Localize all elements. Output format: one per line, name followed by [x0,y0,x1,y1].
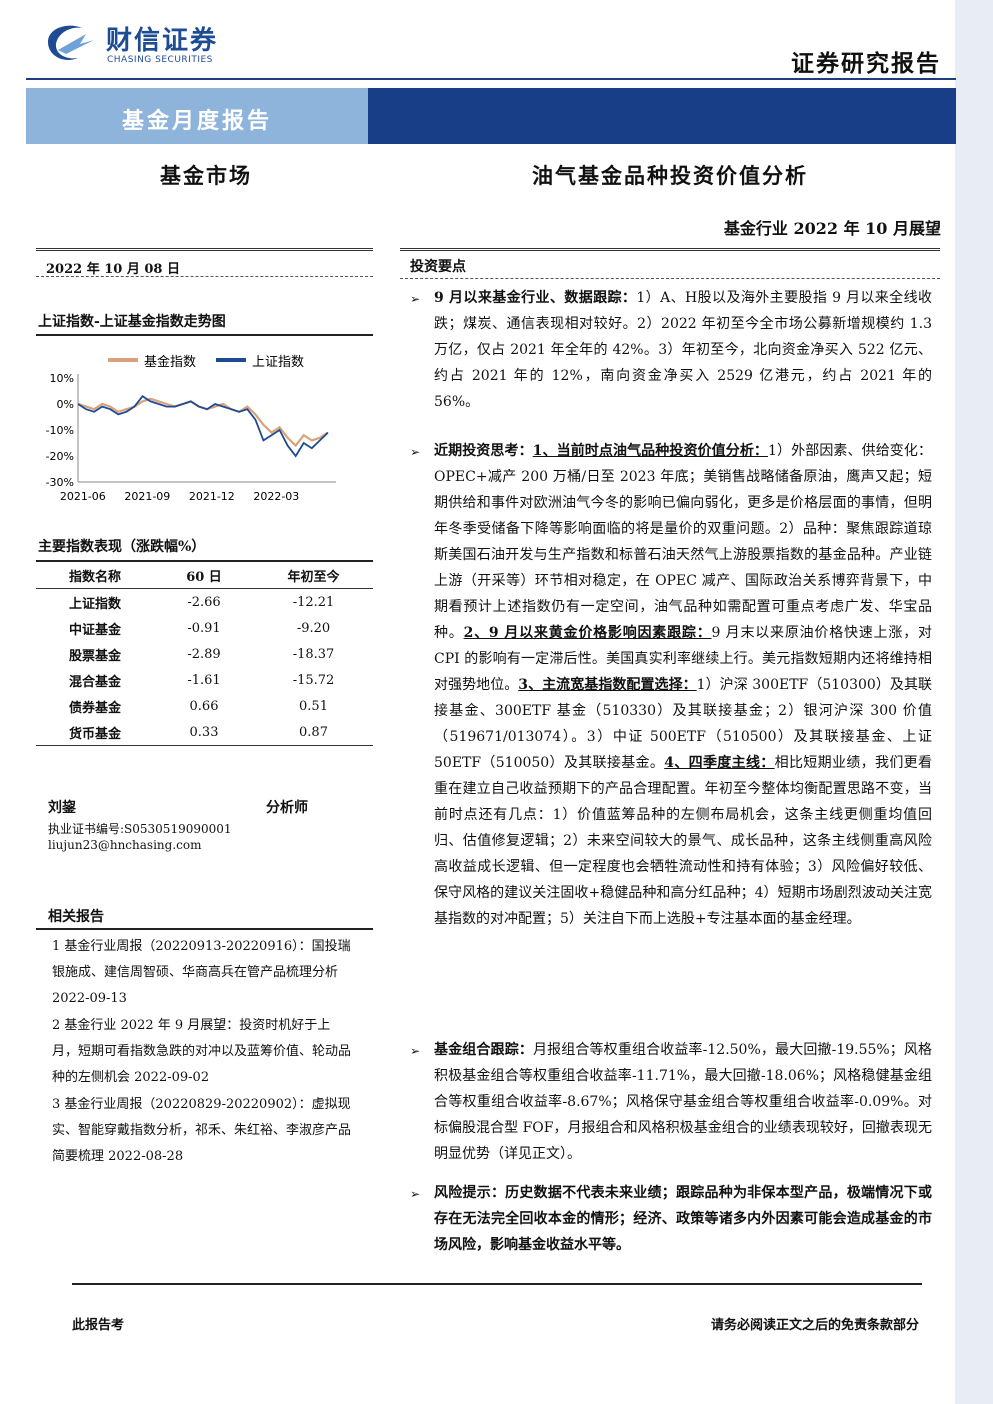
table-row: 货币基金 0.33 0.87 [36,719,373,746]
bullet-arrow-icon: ➢ [410,1044,421,1058]
index-name: 中证基金 [68,622,121,638]
x-tick-label: 2021-12 [189,490,235,503]
main-title: 油气基金品种投资价值分析 [532,163,808,188]
text-q4-mainline: 相比短期业绩，我们更看重在建立自己收益预期下的产品合理配置。年初至今整体均衡配置… [434,755,932,927]
index-ytd: -15.72 [292,672,335,688]
date-rule-bottom [36,276,373,277]
lead-portfolio-tracking: 基金组合跟踪： [434,1042,533,1058]
related-report-2[interactable]: 2 基金行业 2022 年 9 月展望：投资时机好于上月，短期可看指数急跌的对冲… [52,1018,352,1085]
paragraph-portfolio-tracking: 基金组合跟踪：月报组合等权重组合收益率-12.50%，最大回撤-19.55%；风… [434,1037,932,1167]
analyst-name: 刘鋆 [48,800,76,816]
col-header-60d: 60 日 [186,569,222,585]
index-ytd: 0.87 [299,724,328,740]
market-label: 基金市场 [160,163,252,188]
logo-subtext: CHASING SECURITIES [107,55,213,65]
related-heading: 相关报告 [48,909,104,925]
index-60d: 0.33 [189,724,219,740]
analyst-cert: 执业证书编号:S0530519090001 [48,822,232,836]
y-tick-label: -10% [46,424,74,437]
section-oil-gas-value: 1、当前时点油气品种投资价值分析： [532,443,769,459]
key-points-rule-top [400,248,940,251]
related-report-3[interactable]: 3 基金行业周报（20220829-20220902）：虚拟现实、智能穿戴指数分… [52,1097,352,1164]
x-tick-label: 2022-03 [253,490,299,503]
y-tick-label: 0% [57,398,74,411]
key-points-heading: 投资要点 [410,259,466,275]
section-q4-mainline: 4、四季度主线： [664,755,775,771]
table-row: 债券基金 0.66 0.51 [36,693,373,719]
trend-chart: 基金指数 上证指数 10% 0% -10% -20% -30% 2021-06 2021-… [46,354,336,503]
col-header-ytd: 年初至今 [287,569,340,585]
report-type: 证券研究报告 [791,50,941,77]
subtitle: 基金行业 2022 年 10 月展望 [723,219,941,238]
index-ytd: 0.51 [299,698,328,714]
series-line-fund-index [77,397,329,448]
index-name: 债券基金 [68,700,121,716]
report-date: 2022 年 10 月 08 日 [46,262,180,277]
col-header-name: 指数名称 [68,569,121,585]
index-60d: 0.66 [189,698,219,714]
paragraph-risk-warning: 风险提示：历史数据不代表未来业绩；跟踪品种为非保本型产品，极端情况下或存在无法完… [434,1185,932,1253]
chart-heading: 上证指数-上证基金指数走势图 [38,314,226,330]
title-band-left [26,88,368,144]
index-60d: -2.66 [187,594,221,610]
text-oil-gas-value: 1）外部因素、供给变化：OPEC+减产 200 万桶/日至 2023 年底；美销… [434,443,932,641]
index-table: 指数名称 60 日 年初至今 上证指数 -2.66 -12.21 中证基金 -0… [36,560,373,746]
bullet-arrow-icon: ➢ [410,1187,421,1201]
logo-text: 财信证券 [106,26,219,56]
analyst-email[interactable]: liujun23@hnchasing.com [48,838,202,852]
legend-label-fund: 基金指数 [144,354,196,370]
bullet-arrow-icon: ➢ [410,445,421,459]
text-broad-index: 1）沪深 300ETF（510300）及其联接基金、300ETF 基金（5103… [434,677,932,771]
section-broad-index: 3、主流宽基指数配置选择： [518,677,697,693]
legend-label-sse: 上证指数 [252,355,304,370]
body-portfolio-tracking: 月报组合等权重组合收益率-12.50%，最大回撤-19.55%；风格积极基金组合… [434,1042,932,1162]
legend-swatch-fund [108,358,138,362]
index-ytd: -18.37 [292,646,335,662]
page-side-strip [955,0,993,1404]
x-tick-label: 2021-09 [124,490,170,503]
table-row: 混合基金 -1.61 -15.72 [36,667,373,693]
footer-disclaimer: 请务必阅读正文之后的免责条款部分 [710,1318,919,1333]
text-gold-factors: 9 月末以来原油价格快速上涨，对 CPI 的影响有一定滞后性。美国真实利率继续上… [434,625,933,693]
paragraph-investment-thoughts: 近期投资思考：1、当前时点油气品种投资价值分析：1）外部因素、供给变化：OPEC… [434,438,932,932]
header-divider [26,78,956,80]
series-line-sse-index [77,394,329,458]
chasing-logo-icon [48,25,94,61]
lead-data-tracking: 9 月以来基金行业、数据跟踪： [434,290,637,306]
analyst-title: 分析师 [266,800,308,816]
related-report-1[interactable]: 1 基金行业周报（20220913-20220916）：国投瑞银施成、建信周智硕… [52,939,351,1006]
footer-rule [72,1283,922,1285]
index-60d: -1.61 [187,672,221,688]
y-tick-label: -20% [46,450,74,463]
key-points-rule-bottom [400,278,940,279]
legend-swatch-sse [216,358,246,362]
index-name: 股票基金 [68,648,121,664]
index-ytd: -9.20 [296,620,331,636]
table-heading: 主要指数表现（涨跌幅%） [38,539,206,555]
chart-heading-rule [36,334,373,336]
y-tick-label: -30% [46,476,74,489]
index-name: 上证指数 [68,596,121,612]
index-name: 货币基金 [68,726,121,742]
index-name: 混合基金 [68,674,121,690]
table-row: 中证基金 -0.91 -9.20 [36,615,373,641]
title-band-right [368,88,956,144]
body-data-tracking: 1）A、H股以及海外主要股指 9 月以来全线收跌；煤炭、通信表现相对较好。2）2… [434,290,932,410]
y-tick-label: 10% [50,372,74,385]
table-header-row: 指数名称 60 日 年初至今 [36,561,373,589]
paragraph-data-tracking: 9 月以来基金行业、数据跟踪：1）A、H股以及海外主要股指 9 月以来全线收跌；… [434,285,932,415]
lead-investment-thoughts: 近期投资思考： [434,443,533,459]
band-title: 基金月度报告 [121,108,272,134]
index-60d: -0.91 [187,620,221,636]
table-row: 股票基金 -2.89 -18.37 [36,641,373,667]
footer-left: 此报告考 [72,1318,125,1333]
bullet-arrow-icon: ➢ [410,292,421,306]
index-60d: -2.89 [187,646,221,662]
index-ytd: -12.21 [292,594,335,610]
related-rule [36,928,373,930]
table-row: 上证指数 -2.66 -12.21 [36,589,373,616]
section-gold-factors: 2、9 月以来黄金价格影响因素跟踪： [463,625,712,641]
date-rule-top [36,248,373,251]
x-tick-label: 2021-06 [60,490,106,503]
